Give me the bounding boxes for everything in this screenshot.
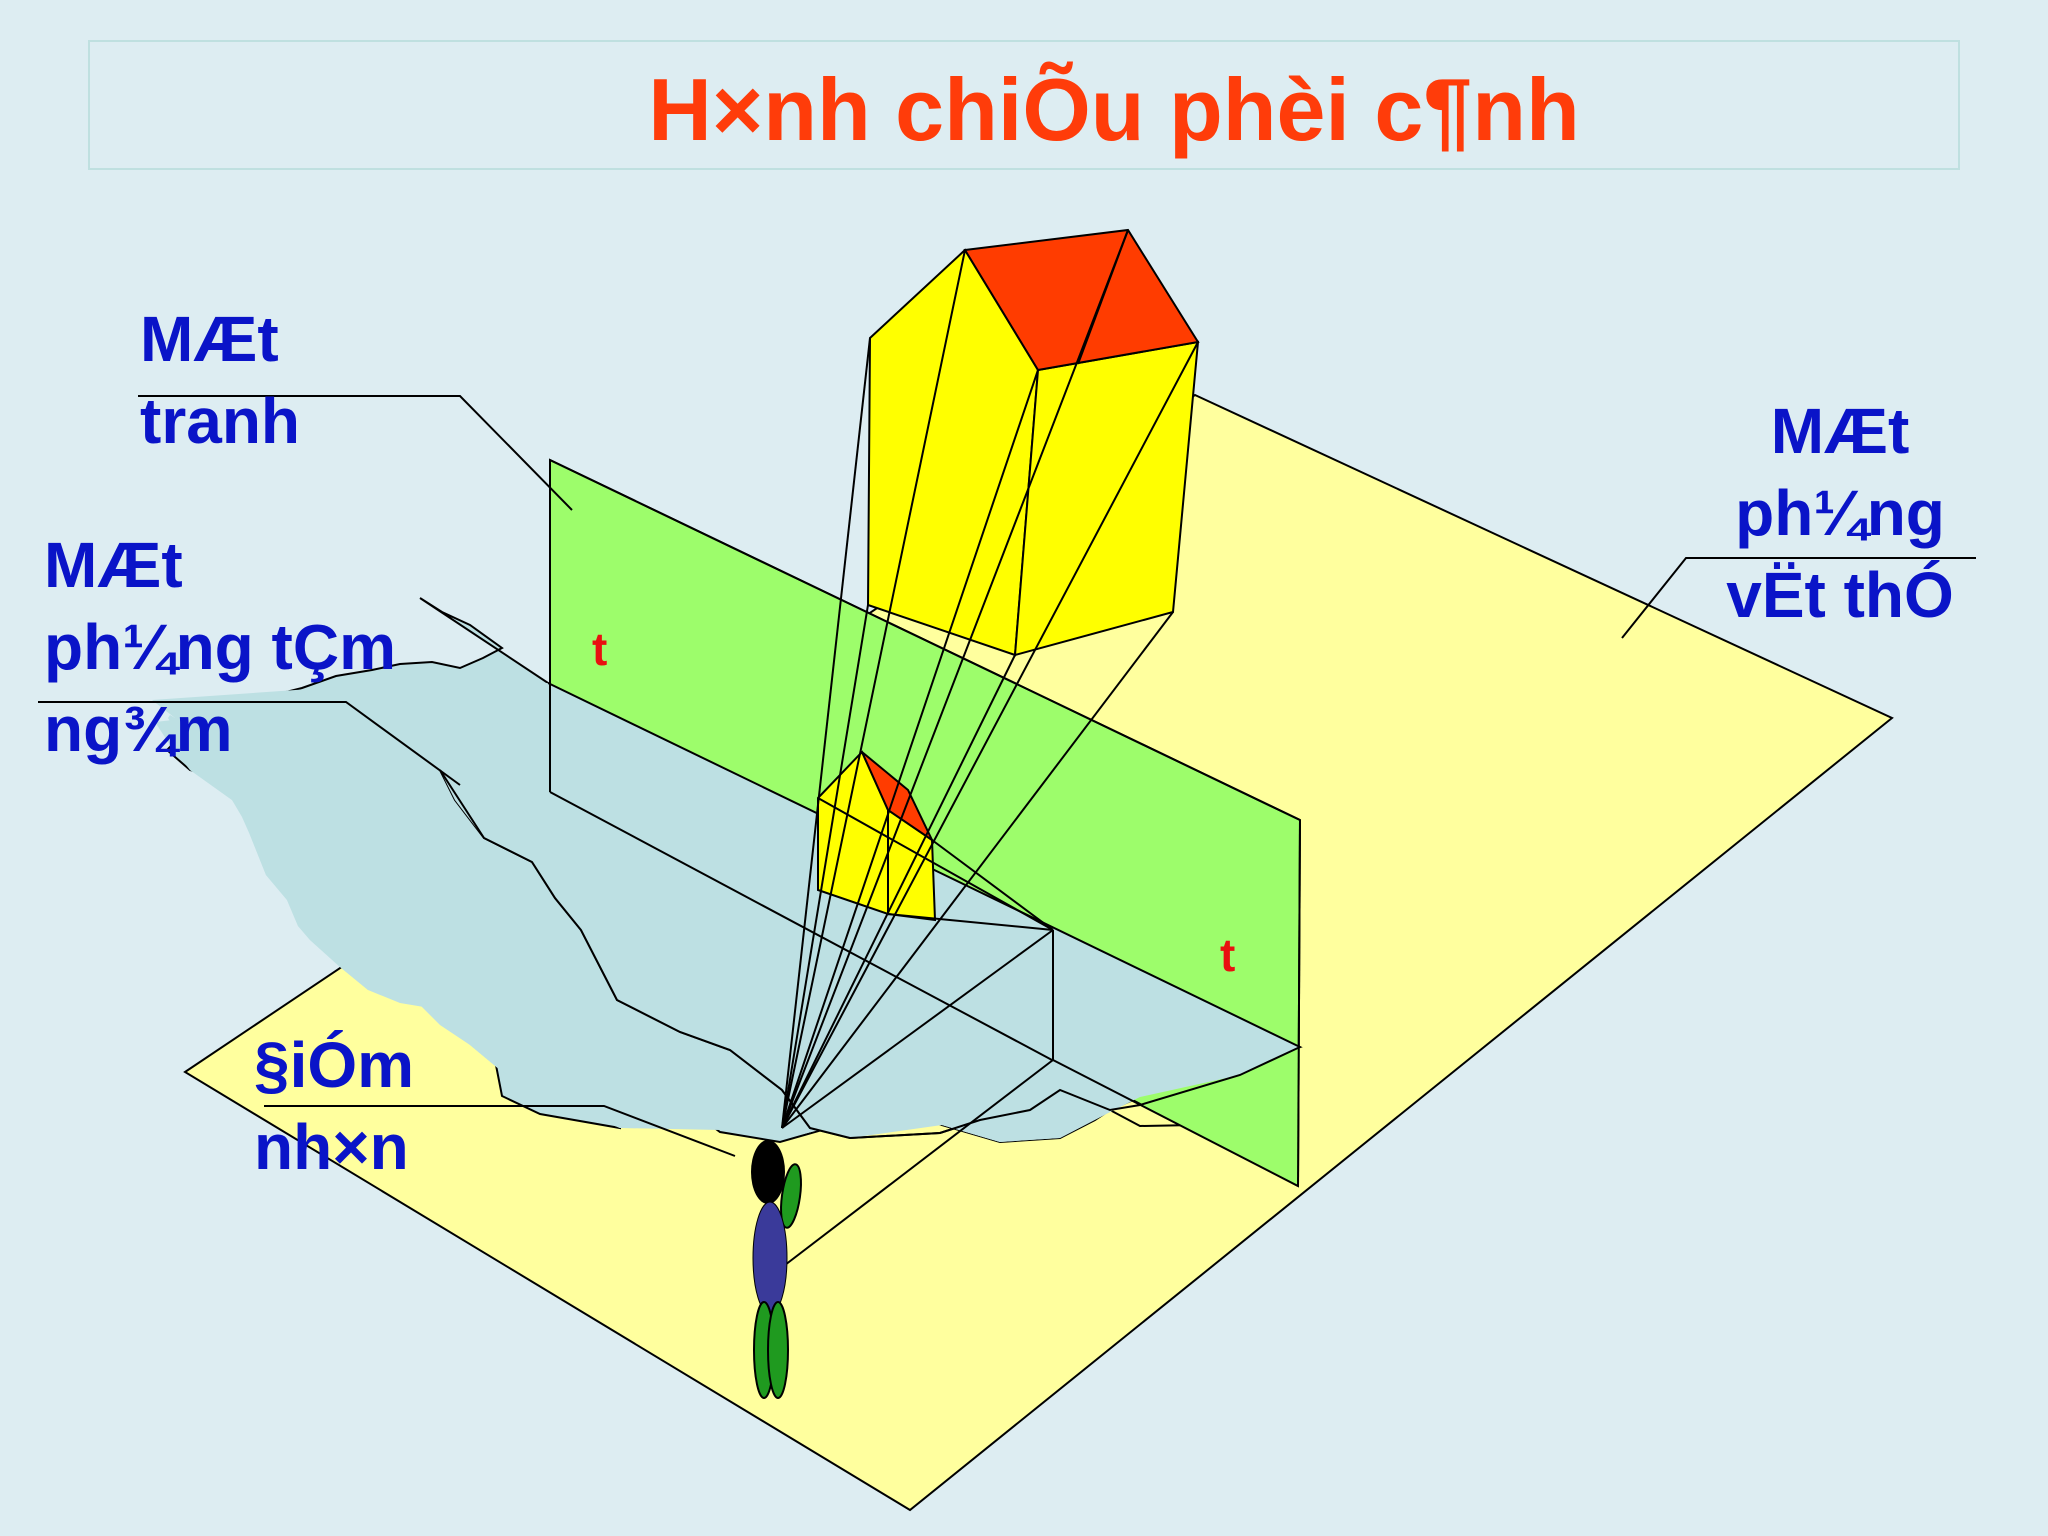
- label-picture-plane: MÆt tranh: [140, 303, 300, 457]
- leader-viewpoint: [264, 1105, 736, 1157]
- leader-ground-plane: [1621, 557, 1976, 639]
- visual-rays: [781, 229, 1199, 1129]
- label-viewpoint: §iÓm nh×n: [254, 1029, 415, 1183]
- picture-plane-top-edge: [549, 459, 1301, 821]
- trace-mark-left: t: [592, 623, 608, 675]
- viewer-leg-right: [767, 1301, 789, 1399]
- slide-title: H×nh chiÕu phèi c¶nh: [648, 60, 1580, 159]
- label-horizon-plane: MÆt ph¼ng tÇm ng¾m: [44, 529, 396, 765]
- viewer-head: [751, 1140, 785, 1204]
- leader-horizon-plane: [38, 701, 461, 786]
- picture-plane-right-edge: [1297, 819, 1301, 1187]
- viewer-arm: [780, 1163, 802, 1229]
- trace-mark-right: t: [1220, 929, 1236, 981]
- viewer-body: [752, 1201, 788, 1315]
- ground-line: [549, 791, 1053, 1061]
- house-right-wall: [1013, 340, 1200, 657]
- horizon-plane-front: [440, 683, 1300, 1142]
- horizon-plane-boundary-2: [439, 769, 1301, 1140]
- title-box: [88, 40, 1960, 170]
- picture-plane-lower: [1140, 1047, 1300, 1186]
- label-ground-plane: MÆt ph¼ng vËt thÓ: [1726, 395, 1954, 631]
- ground-line-to-viewer: [784, 1059, 1054, 1266]
- leader-picture-plane: [138, 395, 573, 511]
- ground-line-right: [1052, 1059, 1299, 1187]
